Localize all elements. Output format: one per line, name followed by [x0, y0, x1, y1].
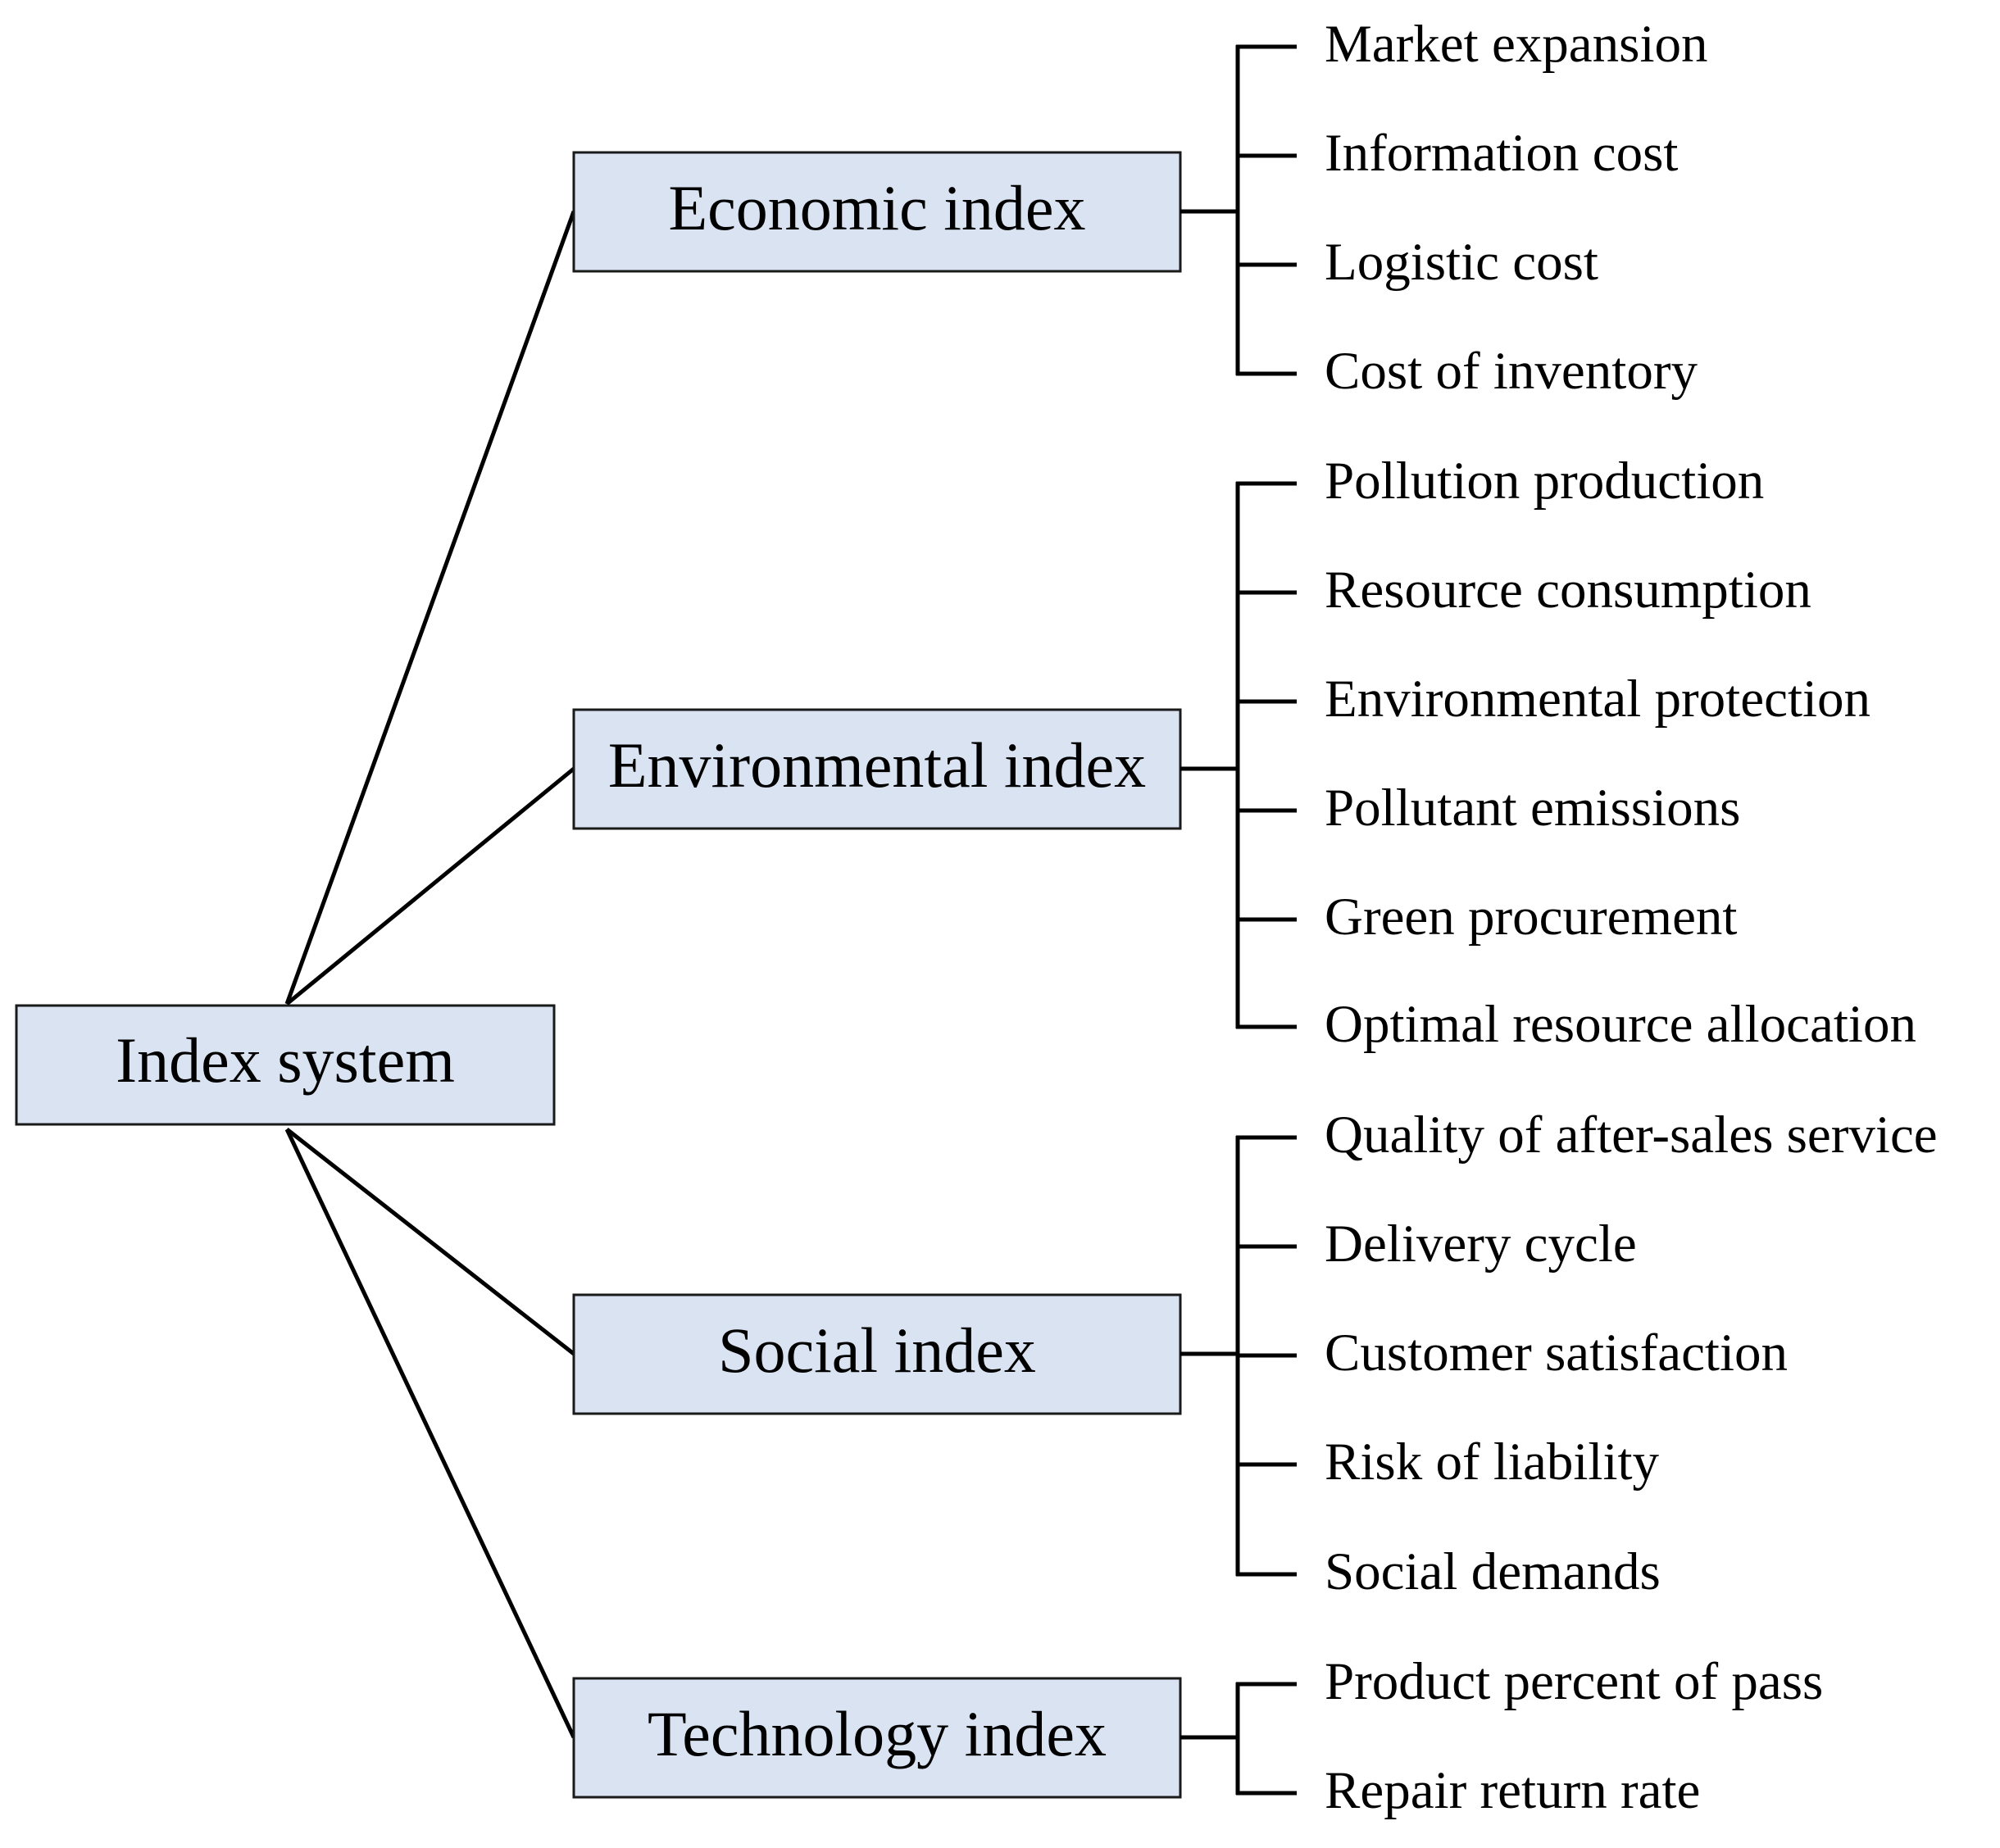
leaf-economic-1: Information cost	[1325, 124, 1678, 183]
root-connectors	[284, 211, 576, 1739]
leaf-economic-3: Cost of inventory	[1325, 342, 1698, 401]
category-economic-box	[572, 151, 1182, 273]
leaf-social-1: Delivery cycle	[1325, 1215, 1637, 1274]
leaf-environmental-1: Resource consumption	[1325, 561, 1811, 620]
connector-root-social	[285, 1128, 575, 1355]
root-node-label: Index system	[116, 1024, 455, 1096]
category-technology: Technology index Product percent of pass…	[572, 1652, 1823, 1820]
category-technology-box	[572, 1677, 1182, 1799]
leaf-social-3: Risk of liability	[1325, 1433, 1660, 1492]
connector-root-environmental	[285, 767, 575, 1006]
root-node-box	[15, 1004, 556, 1126]
leaf-economic-2: Logistic cost	[1325, 233, 1598, 292]
leaf-environmental-3: Pollutant emissions	[1325, 779, 1740, 838]
category-environmental-label: Environmental index	[608, 729, 1146, 801]
leaf-social-0: Quality of after-sales service	[1325, 1106, 1938, 1165]
category-social: Social index Quality of after-sales serv…	[572, 1106, 1938, 1601]
root-node: Index system	[15, 1004, 556, 1126]
category-social-box	[572, 1293, 1182, 1415]
category-economic: Economic index Market expansion Informat…	[572, 15, 1708, 401]
leaf-environmental-5: Optimal resource allocation	[1325, 995, 1916, 1054]
connector-root-technology	[284, 1128, 576, 1739]
leaf-environmental-2: Environmental protection	[1325, 670, 1870, 729]
category-social-label: Social index	[718, 1314, 1036, 1386]
leaf-environmental-4: Green procurement	[1325, 888, 1738, 947]
leaf-environmental-0: Pollution production	[1325, 452, 1764, 511]
leaf-technology-1: Repair return rate	[1325, 1761, 1700, 1820]
category-economic-label: Economic index	[668, 172, 1085, 243]
leaf-social-4: Social demands	[1325, 1542, 1661, 1601]
leaf-economic-0: Market expansion	[1325, 15, 1708, 74]
leaf-social-2: Customer satisfaction	[1325, 1324, 1788, 1383]
connector-root-economic	[284, 211, 576, 1005]
category-environmental: Environmental index Pollution production…	[572, 452, 1916, 1054]
leaf-technology-0: Product percent of pass	[1325, 1652, 1823, 1711]
category-technology-label: Technology index	[648, 1698, 1107, 1769]
